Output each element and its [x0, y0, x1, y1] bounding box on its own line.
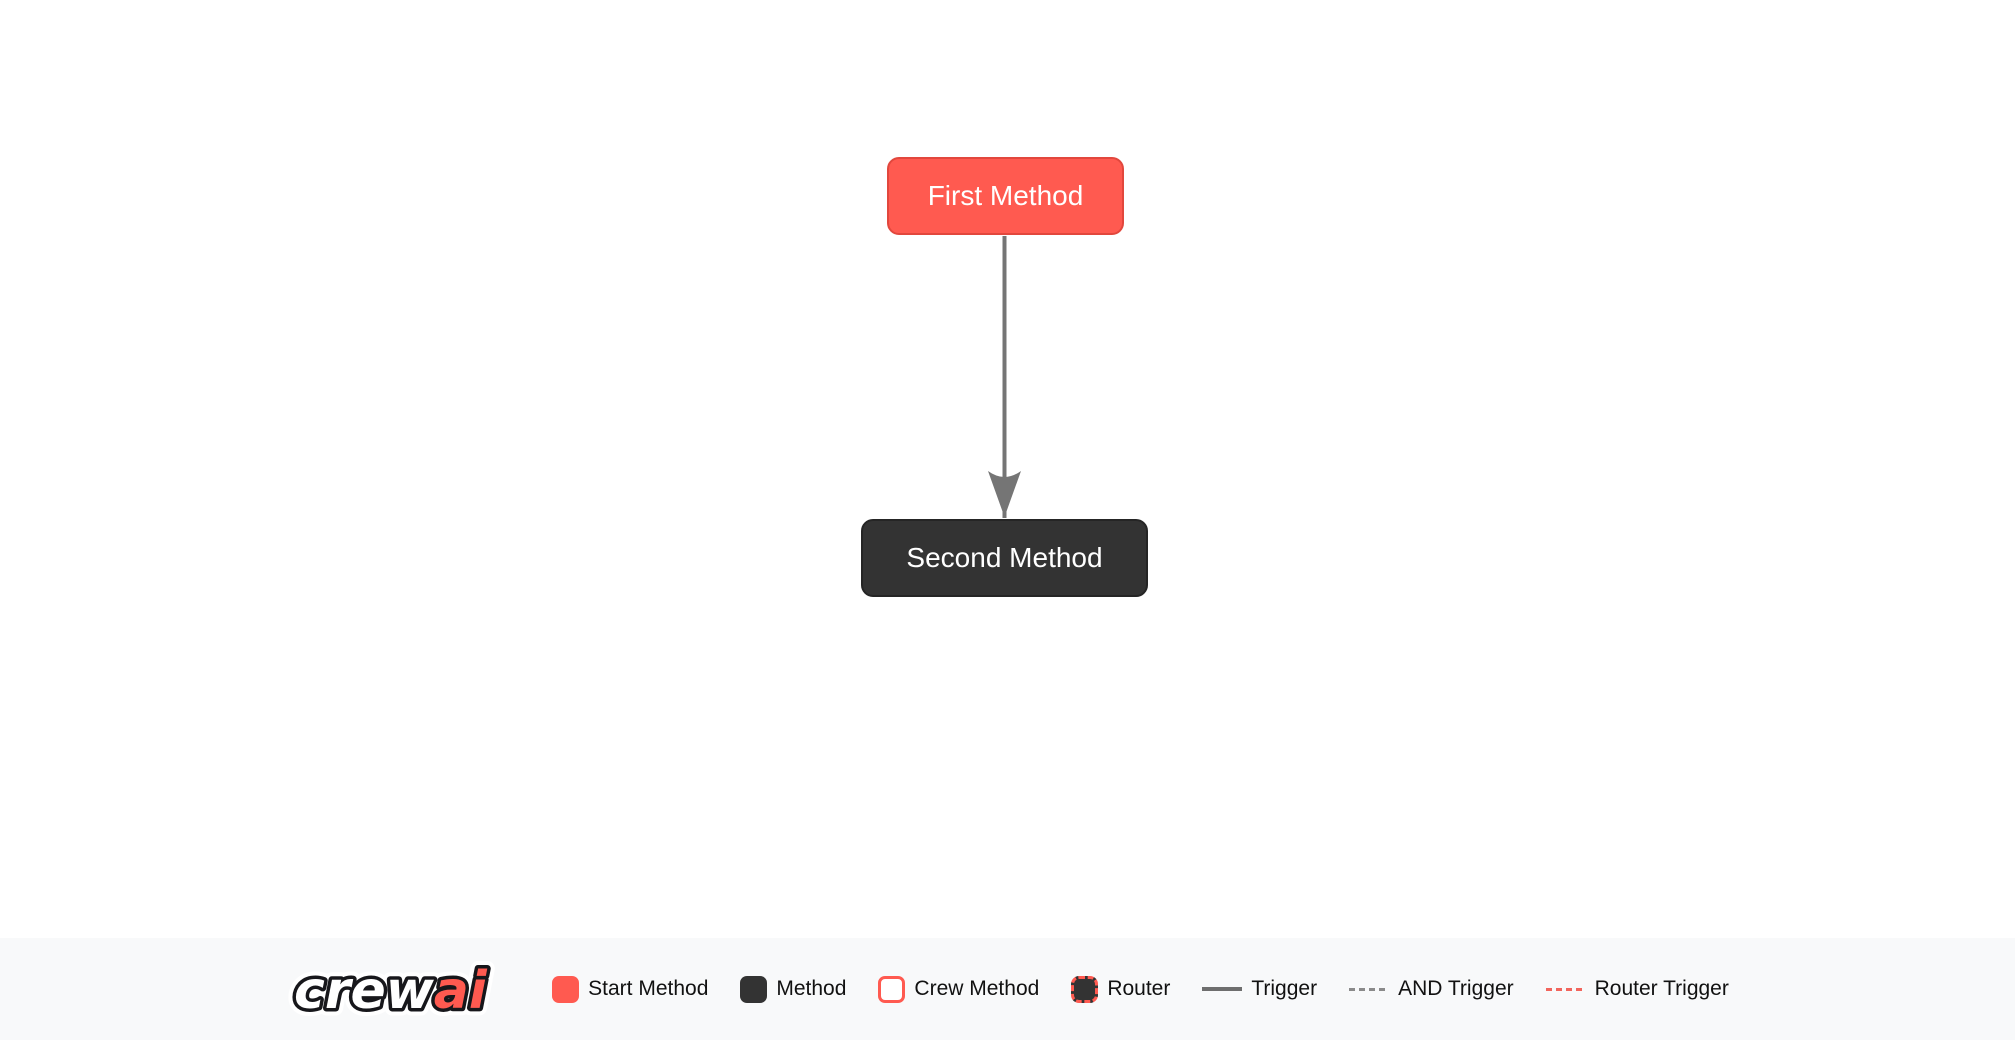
legend-item-start-method: Start Method: [552, 975, 709, 1003]
legend-item-crew-method: Crew Method: [878, 975, 1040, 1003]
trigger-line-icon: [1202, 987, 1243, 991]
start-method-swatch-icon: [552, 975, 580, 1003]
node-second-method[interactable]: Second Method: [861, 519, 1148, 597]
legend-label: Router Trigger: [1594, 977, 1729, 1000]
legend-bar: crewai crewai Start Method Method Crew M…: [0, 938, 2015, 1040]
legend-label: Crew Method: [914, 977, 1040, 1000]
crewai-logo: crewai crewai: [287, 954, 496, 1028]
method-swatch-icon: [740, 975, 768, 1003]
trigger-edge-arrowhead-icon: [988, 471, 1021, 517]
legend-label: Method: [776, 977, 847, 1000]
node-first-method[interactable]: First Method: [887, 157, 1124, 235]
legend-item-method: Method: [740, 975, 847, 1003]
and-trigger-line-icon: [1349, 987, 1390, 991]
router-swatch-icon: [1071, 975, 1099, 1003]
legend-item-trigger: Trigger: [1202, 977, 1317, 1001]
router-trigger-line-icon: [1545, 987, 1586, 991]
legend-label: Trigger: [1251, 977, 1318, 1000]
legend-label: Start Method: [588, 977, 709, 1000]
crewai-logo-halo: crewai: [294, 961, 488, 1021]
legend-item-and-trigger: AND Trigger: [1349, 977, 1514, 1001]
legend-label: Router: [1107, 977, 1171, 1000]
legend-item-router: Router: [1071, 975, 1171, 1003]
legend-item-router-trigger: Router Trigger: [1545, 977, 1729, 1001]
crew-method-swatch-icon: [878, 975, 906, 1003]
legend-label: AND Trigger: [1398, 977, 1514, 1000]
crewai-logo-wordmark: crewai: [294, 961, 488, 1021]
